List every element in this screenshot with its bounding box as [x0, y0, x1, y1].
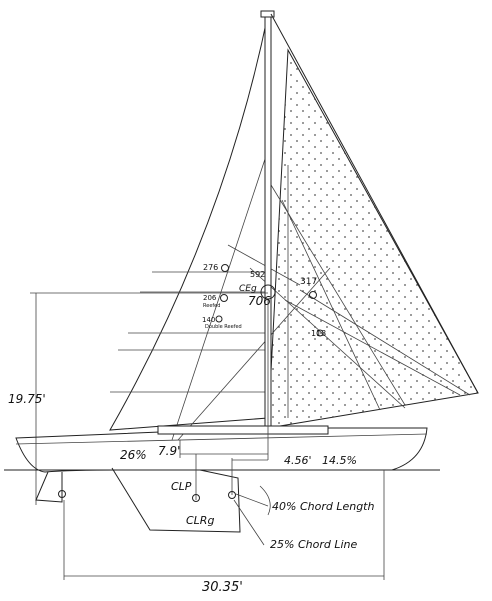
main-sail — [109, 13, 269, 431]
jib-seam — [281, 199, 381, 411]
clp-label: CLP — [171, 480, 192, 493]
clr-marker — [228, 491, 236, 499]
sail-206-marker — [220, 294, 228, 302]
ce-construction — [227, 244, 301, 286]
jib-seam — [284, 299, 461, 396]
sail-276-label: 276 — [203, 263, 218, 272]
forestay — [270, 13, 479, 394]
ce-construction — [299, 289, 471, 396]
hull — [15, 427, 428, 473]
chord-line-leader — [233, 499, 265, 546]
jib-113-label: 113 — [311, 329, 326, 338]
clp-marker — [192, 494, 200, 502]
chord-line-label: 25% Chord Line — [270, 538, 357, 551]
cabin-top — [157, 425, 329, 435]
ce-value: 706 — [248, 294, 271, 308]
ce-marker — [260, 284, 276, 300]
sail-206-label: 206 — [203, 294, 217, 302]
sheer-line — [15, 433, 428, 445]
chord-length-arc — [259, 485, 271, 516]
length-label: 30.35' — [202, 580, 243, 595]
keel — [111, 467, 241, 533]
jib-sail — [267, 48, 479, 429]
chord-length-leader — [235, 493, 269, 507]
dist-456-label: 4.56' — [284, 454, 312, 467]
ce-construction — [249, 267, 406, 409]
double-reefed-label: Double Reefed — [205, 324, 242, 330]
clr-label: CLRg — [186, 514, 214, 527]
jib-113-marker — [316, 329, 324, 337]
pct-145-label: 14.5% — [322, 454, 357, 467]
ce-construction — [171, 149, 269, 441]
ce-construction — [177, 267, 331, 441]
reefed-label: Reefed — [203, 303, 220, 309]
rudder — [35, 471, 63, 503]
jib-seam — [267, 179, 406, 406]
pct-26-label: 26% — [120, 448, 147, 462]
sail-276-marker — [221, 264, 229, 272]
mast-head — [260, 10, 275, 18]
dist-79-label: 7.9' — [158, 444, 180, 458]
sail-592-label: 592 — [250, 270, 265, 279]
jib-317-label: 317 — [300, 277, 317, 287]
height-label: 19.75' — [8, 392, 46, 406]
sail-140-marker — [215, 315, 223, 323]
rudder-pivot — [58, 490, 66, 498]
sail-140-label: 140 — [202, 316, 215, 324]
ce-label: CEg — [239, 284, 257, 294]
chord-length-label: 40% Chord Length — [272, 500, 374, 513]
jib-317-marker — [309, 291, 317, 299]
